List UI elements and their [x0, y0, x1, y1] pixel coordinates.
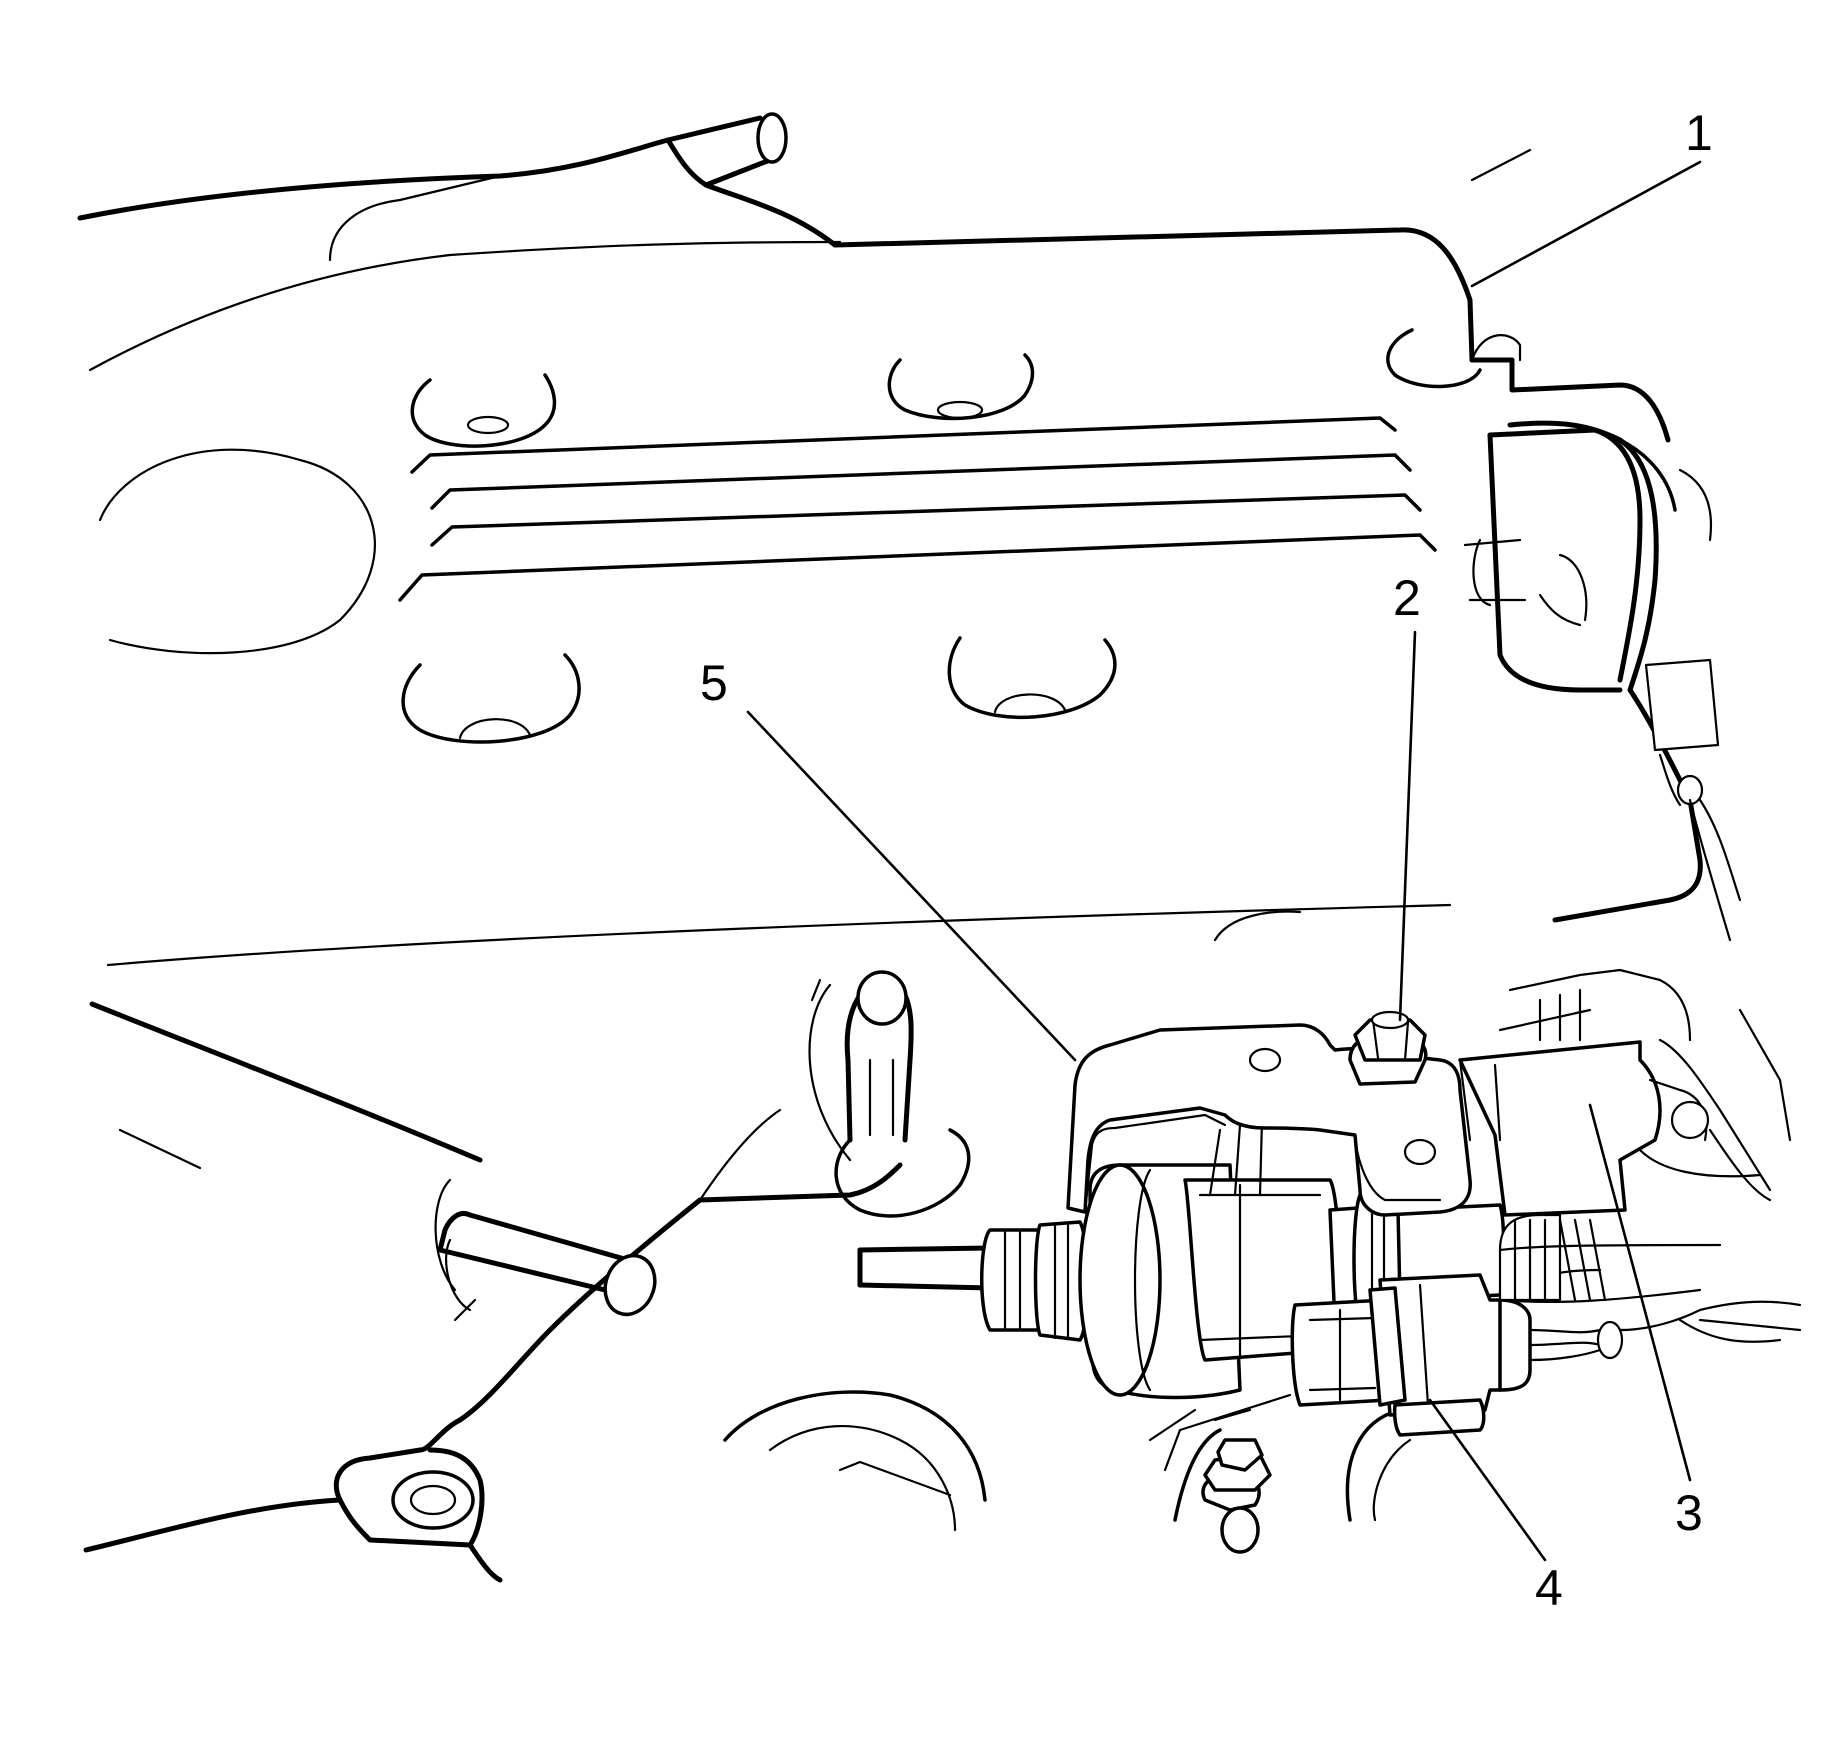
- bottom-bolt: [1201, 1438, 1272, 1554]
- right-side-module: [1458, 968, 1792, 1217]
- callout-3: 3: [1675, 1485, 1703, 1541]
- leader-line-5: [746, 710, 1077, 1062]
- lower-manifold: [83, 970, 1412, 1583]
- leader-lines: [746, 160, 1702, 1562]
- callout-1: 1: [1685, 105, 1713, 161]
- purge-valve-assembly: [857, 1118, 1802, 1437]
- leader-line-2: [1398, 630, 1417, 1022]
- engine-cover: [77, 112, 1703, 967]
- callouts: 1 2 3 4 5: [700, 105, 1713, 1616]
- callout-5: 5: [700, 655, 728, 711]
- bracket-bolt: [1348, 1010, 1428, 1086]
- leader-line-3: [1588, 1103, 1692, 1482]
- leader-line-4: [1428, 1398, 1547, 1562]
- leader-line-1: [1470, 160, 1702, 288]
- side-harness-connector: [1463, 438, 1742, 942]
- callout-4: 4: [1535, 1560, 1563, 1616]
- callout-2: 2: [1393, 570, 1421, 626]
